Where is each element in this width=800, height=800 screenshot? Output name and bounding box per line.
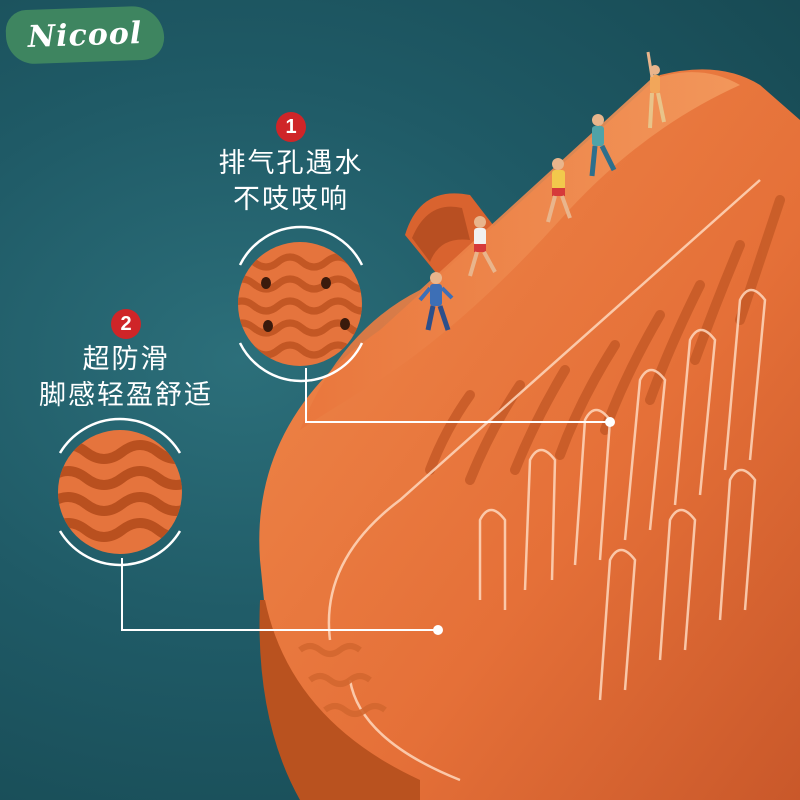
brand-logo-text: Nicool [27, 15, 143, 55]
slipper-sole [259, 69, 800, 800]
feature-2-caption: 超防滑 脚感轻盈舒适 [18, 342, 234, 414]
callout-dot-1 [605, 417, 615, 427]
callout-dot-2 [433, 625, 443, 635]
brand-logo: Nicool [5, 5, 165, 65]
feature-1-line-2: 不吱吱响 [233, 184, 349, 215]
figure-1 [418, 272, 454, 331]
feature-1-line-1: 排气孔遇水 [218, 148, 364, 179]
feature-2-badge: 2 [111, 309, 141, 339]
anti-slip-tread-detail [58, 417, 182, 567]
miniature-figures [418, 51, 666, 331]
figure-5 [646, 51, 666, 129]
feature-2-line-1: 超防滑 [82, 344, 170, 375]
figure-2 [468, 216, 497, 277]
figure-3 [546, 158, 572, 223]
slipper-strap [405, 193, 520, 290]
feature-2-line-2: 脚感轻盈舒适 [39, 380, 213, 411]
feature-1-badge: 1 [276, 112, 306, 142]
figure-4 [589, 114, 617, 177]
callout-lines [121, 368, 606, 631]
vent-hole-detail [238, 225, 364, 383]
feature-1-caption: 排气孔遇水 不吱吱响 [196, 146, 386, 218]
